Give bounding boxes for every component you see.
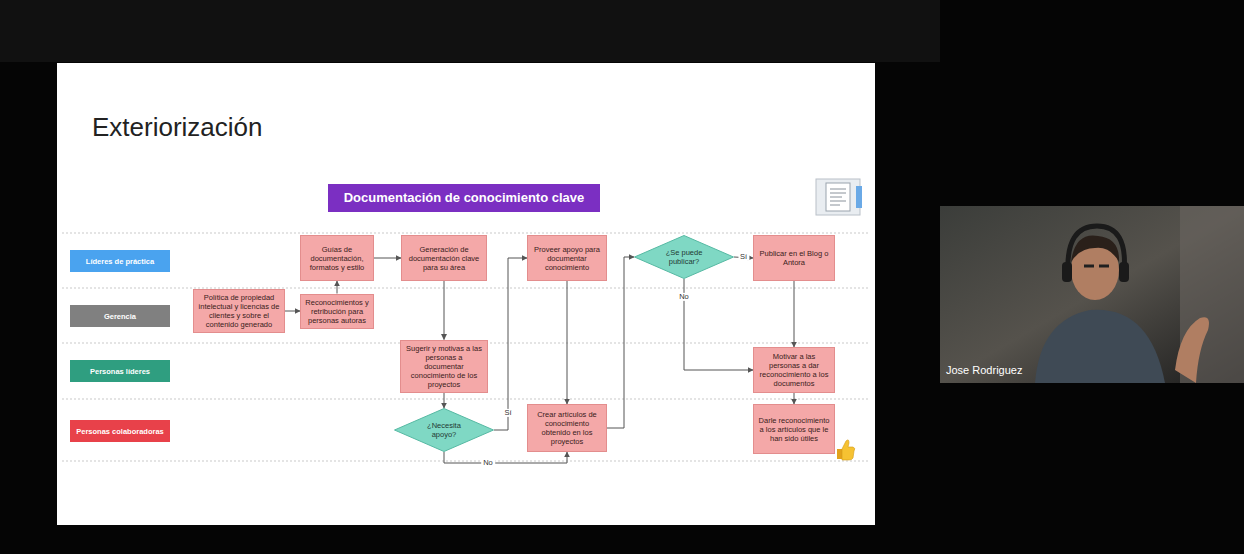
node-text: Guías de documentación, formatos y estil… [305, 245, 369, 272]
connector [337, 281, 338, 294]
person-hair [1071, 236, 1119, 262]
lane-label: Personas líderes [70, 360, 170, 382]
connector [444, 393, 445, 409]
glasses [1084, 265, 1109, 268]
lane-divider [62, 233, 870, 234]
connector [794, 393, 795, 404]
process-box: Generación de documentación clave para s… [401, 235, 487, 281]
process-box: Sugerir y motivas a las personas a docum… [400, 340, 488, 393]
process-box: Guías de documentación, formatos y estil… [300, 235, 374, 281]
node-text: Proveer apoyo para documentar conocimien… [532, 245, 602, 272]
document-page [816, 179, 860, 215]
process-box: Reconocimientos y retribución para perso… [300, 294, 374, 329]
connector [684, 279, 753, 370]
connector [374, 258, 401, 259]
node-text: Documentación de conocimiento clave [344, 190, 585, 206]
camera-feed [940, 206, 1244, 383]
node-text: Publicar en el Blog o Antora [758, 249, 830, 267]
process-box: Darle reconocimiento a los artículos que… [753, 404, 835, 454]
headphone-cup [1119, 262, 1129, 282]
thumb-cuff [837, 449, 842, 459]
lane-label: Gerencia [70, 305, 170, 327]
lane-divider [62, 288, 870, 289]
process-box: Crear artículos de conocimiento obtenido… [527, 404, 607, 452]
document-lines [830, 189, 846, 205]
node-text: Personas colaboradoras [76, 427, 164, 436]
headphones [1068, 226, 1125, 272]
node-text: Política de propiedad intelectual y lice… [198, 293, 280, 329]
connector [607, 257, 634, 428]
lane-divider [62, 461, 870, 462]
slide-title: Exteriorización [92, 112, 263, 143]
document-sheet [826, 183, 850, 211]
node-text: ¿Necesita apoyo? [421, 421, 467, 439]
decision-diamond: ¿Se puede publicar? [634, 235, 734, 279]
node-text: Sugerir y motivas a las personas a docum… [405, 344, 483, 389]
node-text: Reconocimientos y retribución para perso… [305, 298, 369, 325]
thumb-hand [842, 440, 855, 460]
person-hand [1175, 317, 1209, 383]
node-text: Generación de documentación clave para s… [406, 245, 482, 272]
camera-ground [940, 206, 1244, 383]
diamond-shape [395, 409, 494, 452]
document-icon [816, 179, 862, 215]
lane-divider [62, 399, 870, 400]
top-bar [0, 0, 940, 62]
connector [285, 311, 300, 312]
node-text: Crear artículos de conocimiento obtenido… [532, 410, 602, 446]
person-body [1035, 310, 1165, 383]
node-text: Líderes de práctica [86, 257, 154, 266]
process-box: Proveer apoyo para documentar conocimien… [527, 235, 607, 281]
participant-name: Jose Rodriguez [946, 364, 1022, 376]
connector [494, 258, 527, 430]
node-text: ¿Se puede publicar? [661, 248, 707, 266]
lane-label: Personas colaboradoras [70, 420, 170, 442]
connector [444, 452, 567, 463]
node-text: Personas líderes [90, 367, 150, 376]
headphone-cup [1062, 262, 1072, 282]
decision-diamond: ¿Necesita apoyo? [394, 408, 494, 452]
document-edge [856, 186, 862, 208]
edge-label: Sí [502, 409, 513, 417]
banner-box: Documentación de conocimiento clave [328, 184, 600, 212]
node-text: Darle reconocimiento a los artículos que… [758, 416, 830, 443]
process-box: Publicar en el Blog o Antora [753, 235, 835, 281]
node-text: Gerencia [104, 312, 136, 321]
slide [57, 63, 875, 525]
lane-dividers [62, 233, 870, 461]
process-box: Motivar a las personas a dar reconocimie… [753, 347, 835, 393]
edge-label: No [481, 459, 495, 467]
node-text: Motivar a las personas a dar reconocimie… [758, 352, 830, 388]
lane-label: Líderes de práctica [70, 250, 170, 272]
process-box: Política de propiedad intelectual y lice… [193, 289, 285, 333]
connector [794, 281, 795, 347]
edge-label: No [677, 293, 691, 301]
thumbs-up-icon [837, 440, 855, 460]
connector [567, 281, 568, 404]
diamond-shape [635, 236, 734, 279]
edge-label: Sí [738, 253, 749, 261]
connector [444, 281, 445, 340]
